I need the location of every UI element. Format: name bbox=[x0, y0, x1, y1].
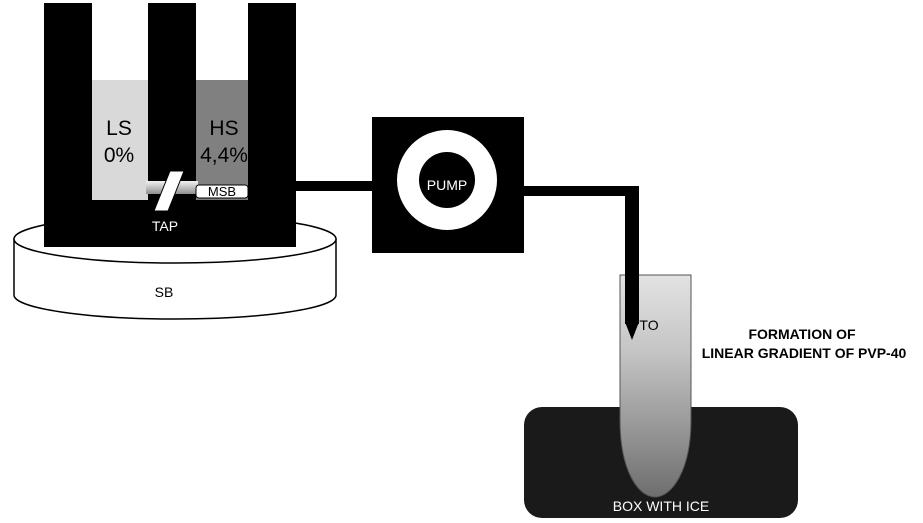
ls-solution bbox=[92, 80, 148, 200]
hs-name-label: HS bbox=[209, 117, 238, 140]
sb-label: SB bbox=[155, 284, 174, 300]
tap-label: TAP bbox=[152, 218, 178, 234]
pump bbox=[372, 117, 524, 253]
msb-label: MSB bbox=[208, 184, 236, 199]
ls-name-label: LS bbox=[106, 117, 132, 140]
magnetic-stir-bar bbox=[195, 184, 249, 199]
to-label: TO bbox=[639, 317, 658, 333]
hs-value-label: 4,4% bbox=[200, 144, 248, 167]
caption-line-1: FORMATION OF bbox=[748, 326, 856, 342]
box-label: BOX WITH ICE bbox=[613, 498, 709, 514]
ls-value-label: 0% bbox=[104, 144, 134, 167]
hs-solution bbox=[196, 80, 248, 200]
pump-label: PUMP bbox=[427, 177, 467, 193]
caption-line-2: LINEAR GRADIENT OF PVP-40 bbox=[702, 345, 907, 361]
tap-handle bbox=[153, 170, 185, 212]
gradient-maker bbox=[44, 3, 296, 247]
collection-tube bbox=[619, 274, 692, 498]
